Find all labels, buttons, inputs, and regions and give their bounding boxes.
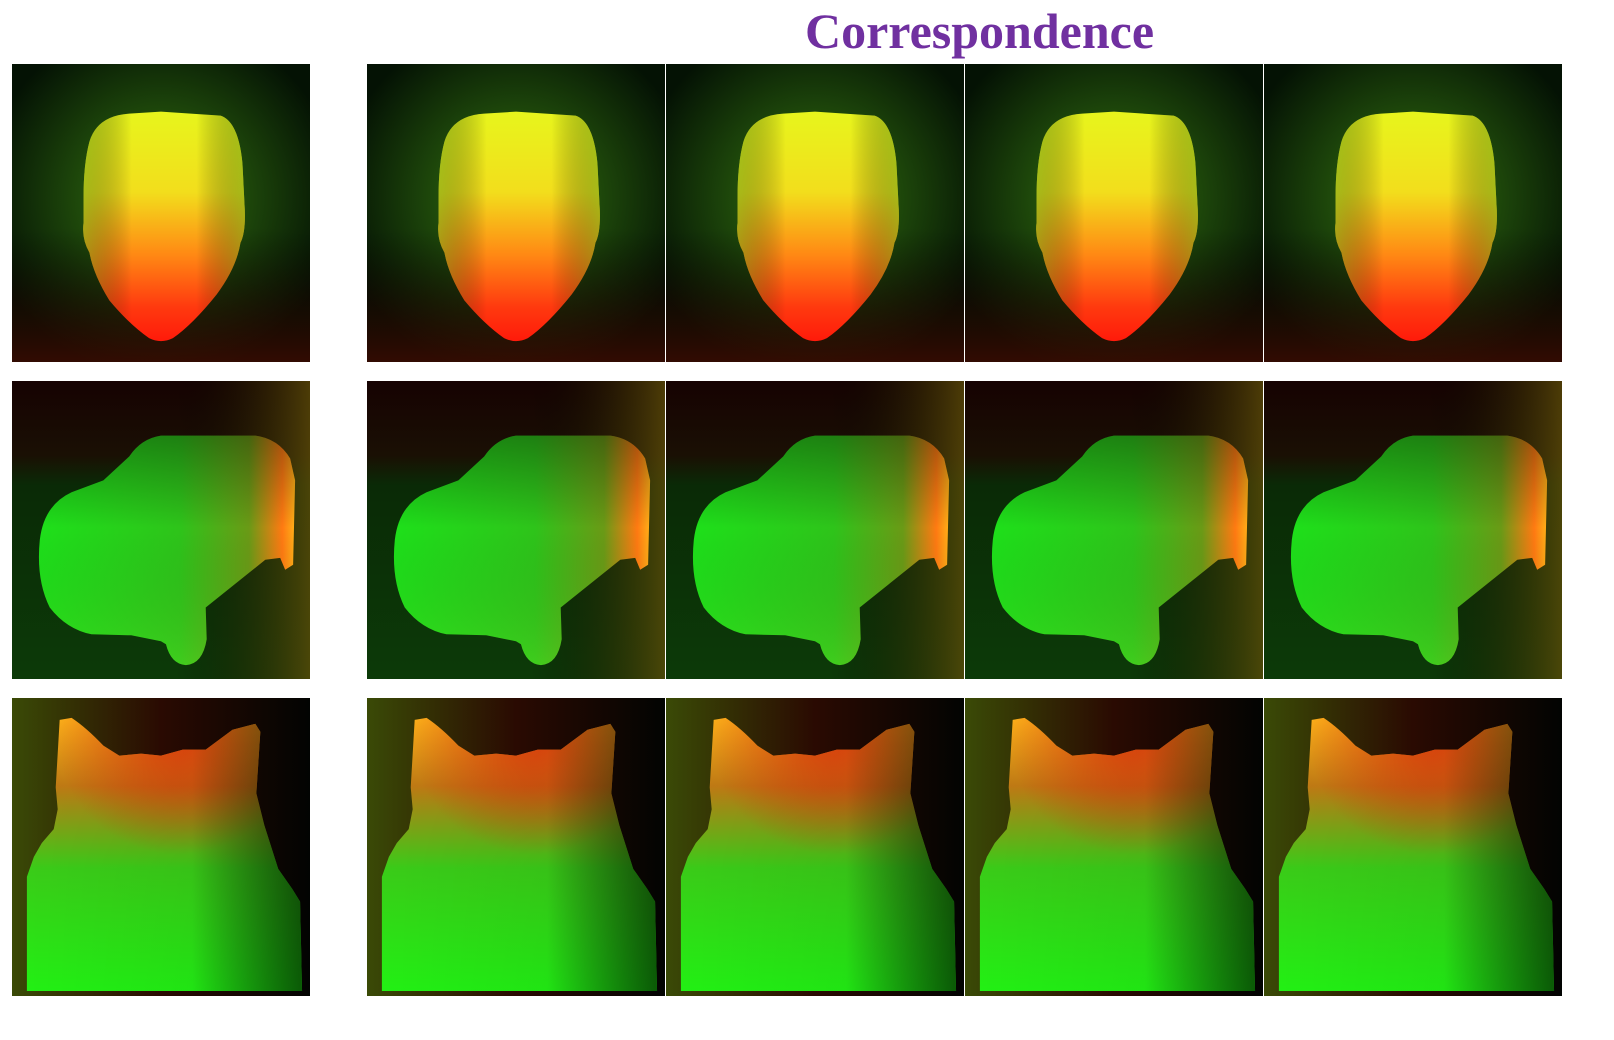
face-correspondence-image-1: [367, 64, 665, 362]
cat-depth-map-icon: [965, 698, 1263, 996]
car-correspondence-image-4: [1264, 381, 1562, 679]
face-depth-map-icon: [367, 64, 665, 362]
cat-depth-map-icon: [666, 698, 964, 996]
cat-reference-image: [12, 698, 310, 996]
car-correspondence-image-2: [666, 381, 964, 679]
face-depth-map-icon: [666, 64, 964, 362]
face-correspondence-image-4: [1264, 64, 1562, 362]
cat-depth-map-icon: [367, 698, 665, 996]
correspondence-title: Correspondence: [805, 3, 1155, 59]
car-depth-map-icon: [965, 381, 1263, 679]
cat-correspondence-image-4: [1264, 698, 1562, 996]
face-depth-map-icon: [965, 64, 1263, 362]
face-depth-map-icon: [1264, 64, 1562, 362]
cat-depth-map-icon: [1264, 698, 1562, 996]
car-depth-map-icon: [1264, 381, 1562, 679]
face-reference-image: [12, 64, 310, 362]
cat-depth-map-icon: [12, 698, 310, 996]
car-correspondence-image-1: [367, 381, 665, 679]
car-depth-map-icon: [666, 381, 964, 679]
face-correspondence-image-2: [666, 64, 964, 362]
cat-correspondence-image-1: [367, 698, 665, 996]
car-depth-map-icon: [367, 381, 665, 679]
face-depth-map-icon: [12, 64, 310, 362]
car-correspondence-image-3: [965, 381, 1263, 679]
cat-correspondence-image-3: [965, 698, 1263, 996]
car-reference-image: [12, 381, 310, 679]
face-correspondence-image-3: [965, 64, 1263, 362]
cat-correspondence-image-2: [666, 698, 964, 996]
car-depth-map-icon: [12, 381, 310, 679]
